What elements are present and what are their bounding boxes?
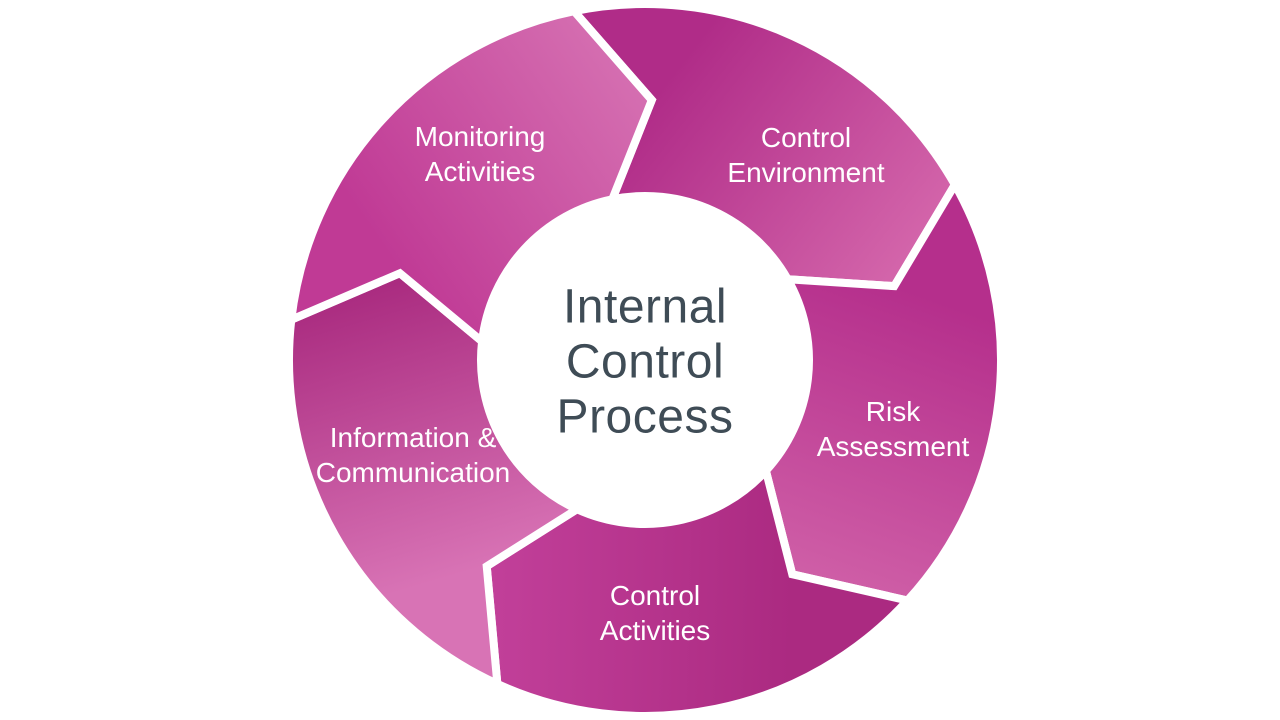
- segment-information-communication: [285, 268, 586, 691]
- segment-label-information-communication: Information & Communication: [315, 422, 511, 488]
- segment-control-activities: [482, 462, 916, 720]
- segment-label-control-environment: Control Environment: [727, 122, 885, 188]
- segment-label-monitoring-activities: Monitoring Activities: [414, 121, 546, 187]
- segment-control-environment: [566, 0, 960, 291]
- segment-risk-assessment: [761, 176, 1005, 605]
- segment-label-risk-assessment: Risk Assessment: [816, 396, 970, 462]
- segment-monitoring-activities: [286, 6, 657, 350]
- segment-label-control-activities: Control Activities: [599, 580, 711, 646]
- diagram-center-title: Internal Control Process: [556, 280, 734, 444]
